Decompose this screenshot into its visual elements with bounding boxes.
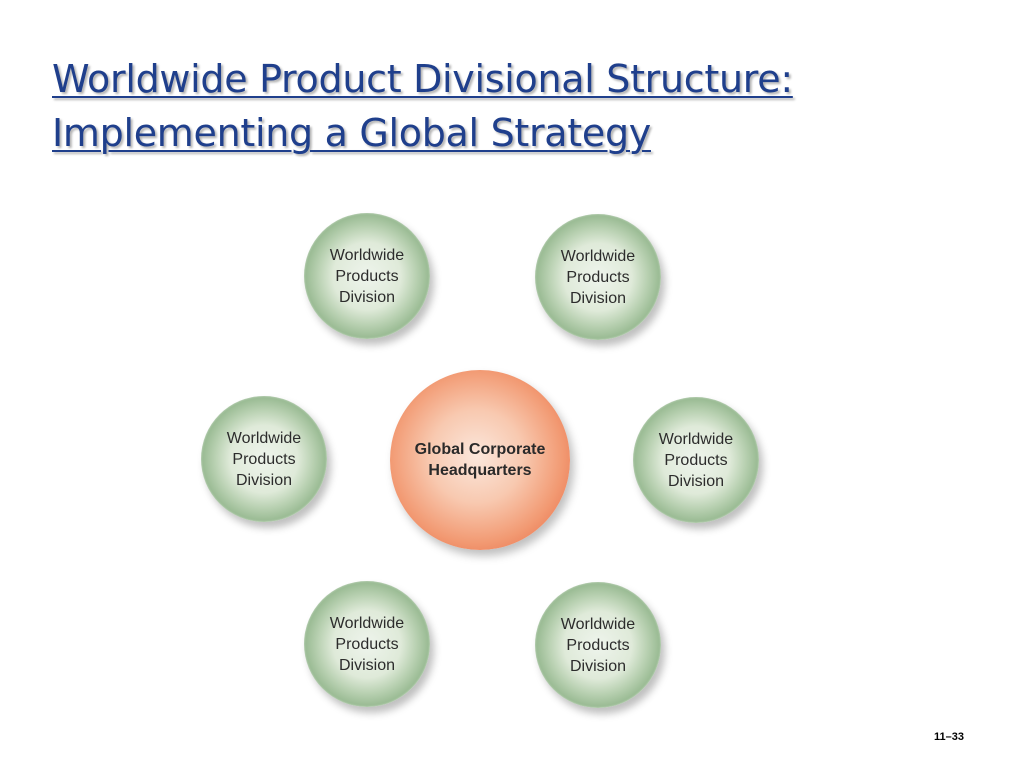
headquarters-node: Global Corporate Headquarters (390, 370, 570, 550)
slide-title: Worldwide Product Divisional Structure: … (52, 52, 972, 160)
division-label: Worldwide Products Division (226, 429, 302, 489)
division-node-middle-right: Worldwide Products Division (633, 397, 759, 523)
division-label: Worldwide Products Division (329, 246, 405, 306)
slide-title-line-1: Worldwide Product Divisional Structure: (52, 57, 793, 101)
division-label: Worldwide Products Division (560, 615, 636, 675)
division-label: Worldwide Products Division (658, 430, 734, 490)
headquarters-label: Global Corporate Headquarters (414, 441, 546, 479)
slide-title-line-2: Implementing a Global Strategy (52, 111, 651, 155)
division-label: Worldwide Products Division (560, 247, 636, 307)
division-label: Worldwide Products Division (329, 614, 405, 674)
division-node-bottom-left: Worldwide Products Division (304, 581, 430, 707)
division-node-top-left: Worldwide Products Division (304, 213, 430, 339)
division-node-middle-left: Worldwide Products Division (201, 396, 327, 522)
division-node-bottom-right: Worldwide Products Division (535, 582, 661, 708)
division-node-top-right: Worldwide Products Division (535, 214, 661, 340)
slide-number: 11–33 (934, 731, 964, 743)
